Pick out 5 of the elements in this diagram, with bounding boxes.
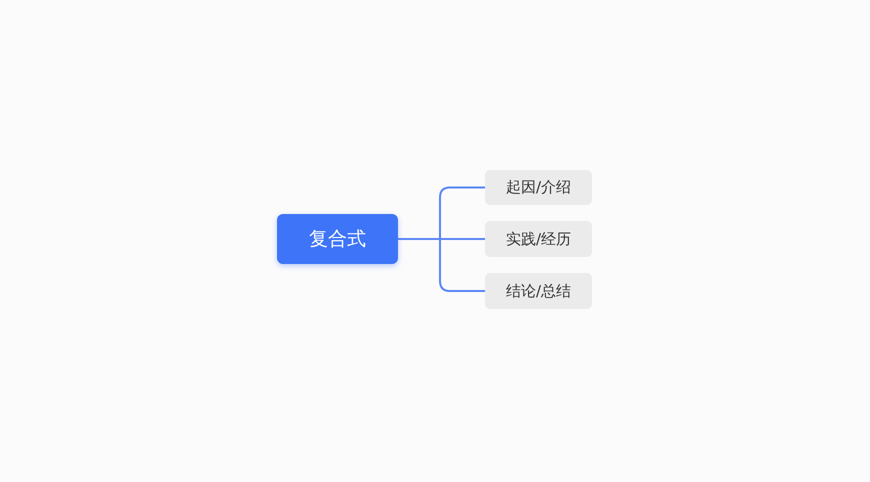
subtopic-box: 结论/总结	[485, 273, 592, 309]
subtopic-box: 起因/介绍	[485, 170, 592, 205]
root-topic-box: 复合式	[277, 214, 398, 264]
subtopic-box: 实践/经历	[485, 221, 592, 257]
branch-connector	[398, 238, 485, 292]
